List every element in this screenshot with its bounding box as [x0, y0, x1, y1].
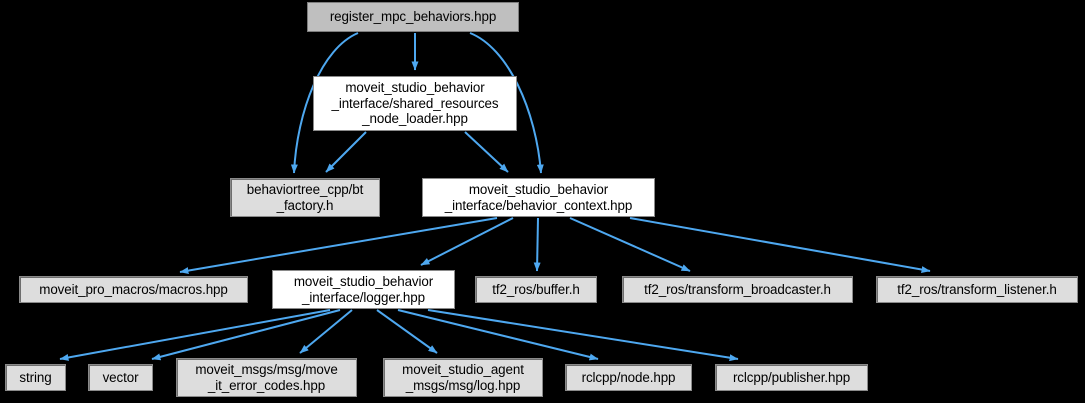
graph-edge-logger-to-rclcpp_publisher — [427, 309, 739, 362]
graph-node-tf2_buffer[interactable]: tf2_ros/buffer.h — [475, 276, 597, 303]
graph-edge-register_mpc_behaviors-to-behavior_context — [469, 32, 544, 174]
graph-node-label: tf2_ros/transform_listener.h — [897, 281, 1057, 297]
graph-node-moveit_pro_macros[interactable]: moveit_pro_macros/macros.hpp — [19, 276, 248, 303]
graph-edge-logger-to-moveit_studio_agent_msgs_log — [376, 309, 438, 354]
graph-edge-behavior_context-to-tf2_transform_broadcaster — [569, 217, 691, 272]
graph-node-label: register_mpc_behaviors.hpp — [329, 9, 497, 25]
graph-edge-behavior_context-to-moveit_pro_macros — [179, 217, 498, 275]
graph-node-label: moveit_studio_behavior _interface/shared… — [331, 80, 499, 127]
graph-node-moveit_msgs_error_codes[interactable]: moveit_msgs/msg/move _it_error_codes.hpp — [176, 358, 357, 397]
graph-node-label: rclcpp/publisher.hpp — [732, 369, 851, 385]
graph-node-label: vector — [102, 369, 139, 385]
graph-node-label: moveit_studio_behavior _interface/behavi… — [444, 181, 633, 213]
graph-node-rclcpp_publisher[interactable]: rclcpp/publisher.hpp — [715, 364, 868, 391]
graph-node-label: moveit_pro_macros/macros.hpp — [39, 281, 228, 297]
graph-node-label: rclcpp/node.hpp — [581, 369, 676, 385]
graph-edge-logger-to-moveit_msgs_error_codes — [299, 309, 353, 354]
graph-edge-logger-to-string — [59, 309, 331, 361]
graph-node-label: string — [19, 369, 52, 385]
graph-edge-logger-to-rclcpp_node — [397, 309, 599, 361]
graph-node-label: moveit_studio_agent _msgs/msg/log.hpp — [402, 361, 524, 393]
graph-node-rclcpp_node[interactable]: rclcpp/node.hpp — [565, 364, 692, 391]
graph-edge-logger-to-vector — [151, 309, 341, 361]
graph-edge-shared_resources_node_loader-to-bt_factory — [325, 131, 367, 173]
graph-node-label: moveit_studio_behavior _interface/logger… — [293, 273, 434, 305]
graph-node-label: tf2_ros/buffer.h — [492, 281, 580, 297]
graph-node-shared_resources_node_loader[interactable]: moveit_studio_behavior _interface/shared… — [313, 76, 517, 131]
graph-edge-behavior_context-to-tf2_transform_listener — [629, 217, 931, 273]
graph-node-tf2_transform_broadcaster[interactable]: tf2_ros/transform_broadcaster.h — [622, 276, 853, 303]
graph-node-bt_factory[interactable]: behaviortree_cpp/bt _factory.h — [230, 178, 380, 217]
graph-node-label: moveit_msgs/msg/move _it_error_codes.hpp — [195, 361, 338, 393]
graph-edge-shared_resources_node_loader-to-behavior_context — [464, 131, 509, 173]
graph-node-behavior_context[interactable]: moveit_studio_behavior _interface/behavi… — [422, 178, 655, 217]
graph-node-label: tf2_ros/transform_broadcaster.h — [644, 281, 831, 297]
graph-node-moveit_studio_agent_msgs_log[interactable]: moveit_studio_agent _msgs/msg/log.hpp — [383, 358, 543, 397]
graph-node-register_mpc_behaviors[interactable]: register_mpc_behaviors.hpp — [307, 2, 519, 32]
graph-node-string[interactable]: string — [5, 364, 66, 391]
graph-edge-behavior_context-to-logger — [420, 217, 514, 266]
graph-edge-behavior_context-to-tf2_buffer — [533, 217, 541, 272]
graph-node-vector[interactable]: vector — [88, 364, 153, 391]
graph-node-logger[interactable]: moveit_studio_behavior _interface/logger… — [272, 270, 455, 309]
graph-node-label: behaviortree_cpp/bt _factory.h — [246, 181, 364, 213]
graph-node-tf2_transform_listener[interactable]: tf2_ros/transform_listener.h — [876, 276, 1078, 303]
